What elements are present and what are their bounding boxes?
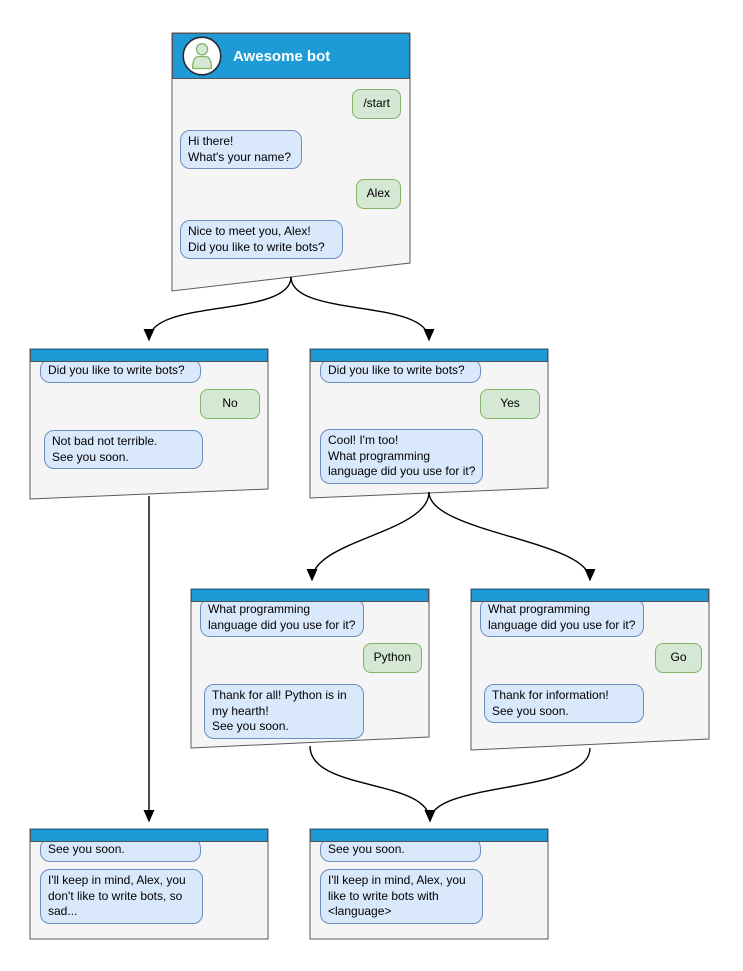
bot-message-bubble: Not bad not terrible. See you soon.: [44, 430, 203, 470]
chat-window-yes-branch: Did you like to write bots? Yes Cool! I'…: [310, 349, 548, 498]
bot-message-bubble: See you soon.: [320, 838, 481, 862]
flow-arrow-root-to-no: [143, 276, 292, 342]
person-head-icon: [195, 43, 209, 56]
bot-message-bubble: Did you like to write bots?: [40, 359, 201, 383]
bot-message-bubble: Cool! I'm too! What programming language…: [320, 429, 484, 484]
chat-window-bye-yes: See you soon. I'll keep in mind, Alex, y…: [310, 829, 548, 939]
window-titlebar: [310, 349, 548, 362]
user-message-bubble: /start: [352, 89, 401, 119]
window-titlebar: [471, 589, 709, 602]
user-message-bubble: No: [200, 389, 260, 419]
bot-message-bubble: Hi there! What's your name?: [180, 130, 302, 170]
bot-message-bubble: Did you like to write bots?: [320, 359, 481, 383]
bot-message-bubble: What programming language did you use fo…: [480, 598, 644, 638]
bot-message-bubble: I'll keep in mind, Alex, you don't like …: [40, 869, 203, 924]
bot-avatar-icon: [182, 36, 222, 76]
bot-message-bubble: Thank for all! Python is in my hearth! S…: [204, 684, 364, 739]
person-body-icon: [191, 55, 213, 70]
bot-message-bubble: Nice to meet you, Alex! Did you like to …: [180, 220, 343, 260]
chat-window-no-branch: Did you like to write bots? No Not bad n…: [30, 349, 268, 499]
user-message-bubble: Alex: [355, 179, 401, 209]
flow-arrow-python-to-bye: [309, 745, 436, 823]
flow-arrow-go-to-bye: [424, 747, 591, 823]
window-titlebar: [310, 829, 548, 842]
window-titlebar: Awesome bot: [172, 33, 410, 79]
user-message-bubble: Python: [362, 643, 422, 673]
window-title: Awesome bot: [233, 47, 331, 65]
chat-window-python-branch: What programming language did you use fo…: [191, 589, 429, 748]
bot-message-bubble: Thank for information! See you soon.: [484, 684, 644, 724]
bot-message-bubble: What programming language did you use fo…: [200, 598, 364, 638]
flow-arrow-yes-to-python: [306, 491, 430, 582]
chat-window-go-branch: What programming language did you use fo…: [471, 589, 709, 750]
flow-arrow-root-to-yes: [290, 276, 435, 342]
flow-arrow-yes-to-go: [428, 491, 596, 582]
user-message-bubble: Go: [655, 643, 702, 673]
bot-message-bubble: I'll keep in mind, Alex, you like to wri…: [320, 869, 483, 924]
chat-window-bye-no: See you soon. I'll keep in mind, Alex, y…: [30, 829, 268, 939]
window-titlebar: [30, 349, 268, 362]
window-titlebar: [191, 589, 429, 602]
window-titlebar: [30, 829, 268, 842]
chat-window-awesome-bot: Awesome bot /start Hi there! What's your…: [172, 33, 410, 291]
user-message-bubble: Yes: [480, 389, 540, 419]
